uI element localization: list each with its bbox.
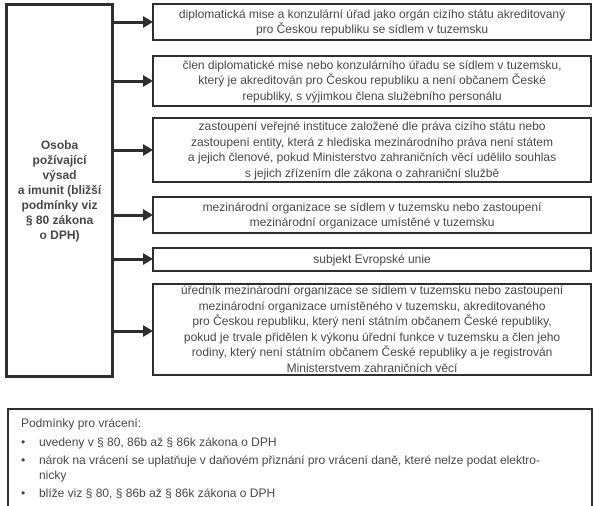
arrow-shaft [113,148,144,152]
arrowhead-icon [143,75,153,87]
refund-condition-text: nárok na vrácení se uplatňuje v daňovém … [39,453,540,482]
arrow-to-foreign-institution [113,142,153,158]
bullet-icon: • [21,453,26,467]
arrowhead-icon [143,16,153,28]
arrow-to-eu-entity [113,251,153,267]
target-box-mission-member: člen diplomatické mise nebo konzulárního… [152,55,592,107]
target-box-label: subjekt Evropské unie [313,251,431,266]
arrow-shaft [113,213,144,217]
arrowhead-icon [143,209,153,221]
refund-condition-text: blíže viz § 80, § 86b až § 86k zákona o … [39,486,276,500]
arrow-to-international-organization [113,207,153,223]
target-box-organization-official: úředník mezinárodní organizace se sídlem… [152,283,592,376]
refund-conditions-box: Podmínky pro vrácení: • uvedeny v § 80, … [7,408,593,506]
arrow-to-organization-official [113,323,153,339]
bullet-icon: • [21,486,26,500]
target-box-label: člen diplomatické mise nebo konzulárního… [182,57,562,103]
arrow-shaft [113,329,144,333]
arrow-shaft [113,257,144,261]
arrowhead-icon [143,325,153,337]
target-box-foreign-institution: zastoupení veřejné instituce založené dl… [152,117,592,183]
arrowhead-icon [143,253,153,265]
source-box: Osoba požívající výsad a imunit (bližší … [5,3,114,378]
refund-condition-item: • blíže viz § 80, § 86b až § 86k zákona … [21,486,579,501]
arrow-to-diplomatic-mission [113,14,153,30]
refund-condition-item: • uvedeny v § 80, 86b až § 86k zákona o … [21,435,579,450]
target-box-diplomatic-mission: diplomatická mise a konzulární úřad jako… [152,3,592,41]
target-box-label: zastoupení veřejné instituce založené dl… [187,119,557,180]
arrow-shaft [113,79,144,83]
arrow-shaft [113,20,144,24]
refund-condition-item: • nárok na vrácení se uplatňuje v daňové… [21,453,579,482]
target-box-international-organization: mezinárodní organizace se sídlem v tuzem… [152,196,592,234]
target-box-eu-entity: subjekt Evropské unie [152,247,592,272]
arrow-to-mission-member [113,73,153,89]
target-box-label: mezinárodní organizace se sídlem v tuzem… [202,199,542,230]
target-box-label: úředník mezinárodní organizace se sídlem… [180,283,564,375]
arrowhead-icon [143,144,153,156]
refund-conditions-title: Podmínky pro vrácení: [21,416,142,430]
bullet-icon: • [21,434,26,449]
target-box-label: diplomatická mise a konzulární úřad jako… [178,6,566,37]
refund-condition-text: uvedeny v § 80, 86b až § 86k zákona o DP… [39,434,277,449]
source-box-label: Osoba požívající výsad a imunit (bližší … [17,138,102,242]
